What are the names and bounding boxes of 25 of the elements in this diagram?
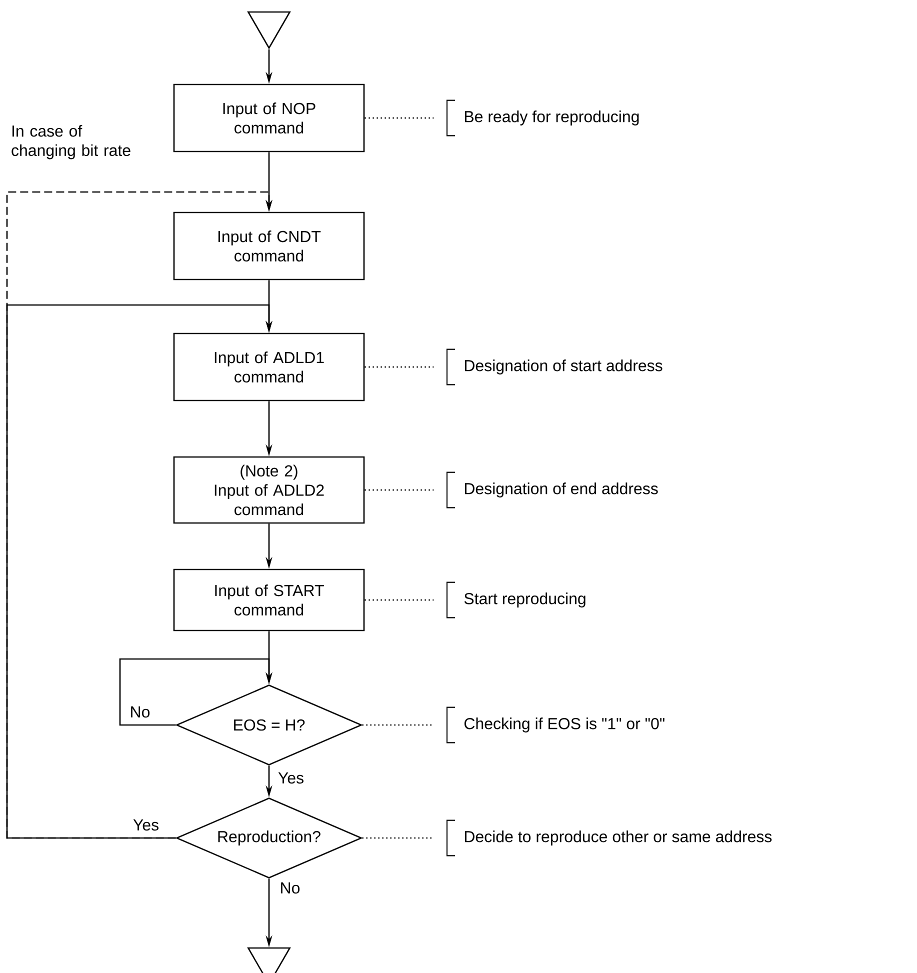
process-box: Input of ADLD1 command: [173, 332, 365, 402]
process-box: Input of START command: [173, 568, 365, 632]
leader-line: [362, 724, 434, 726]
edge-label: Yes: [132, 818, 160, 832]
leader-line: [364, 599, 434, 601]
leader-line: [364, 489, 434, 491]
bracket-note: Designation of end address: [446, 472, 658, 508]
edge-label: Yes: [276, 771, 306, 785]
edge-label: No: [128, 705, 152, 719]
arrow: [6, 304, 272, 839]
edge-label: No: [278, 881, 302, 895]
bracket-note: Checking if EOS is "1" or "0": [446, 706, 664, 744]
process-box: Input of NOP command: [173, 84, 365, 152]
leader-line: [362, 837, 434, 839]
process-box: Input of CNDT command: [173, 212, 365, 280]
leader-line: [364, 117, 434, 119]
arrow: [119, 658, 272, 726]
leader-line: [364, 366, 434, 368]
bracket-note: Decide to reproduce other or same address: [446, 820, 772, 856]
bracket-note: Be ready for reproducing: [446, 100, 639, 136]
bracket-note: Start reproducing: [446, 582, 586, 618]
bracket-note: Designation of start address: [446, 348, 662, 386]
process-box: (Note 2) Input of ADLD2 command: [173, 456, 365, 524]
arrow: [6, 191, 272, 839]
edge-label: In case of changing bit rate: [12, 125, 130, 160]
